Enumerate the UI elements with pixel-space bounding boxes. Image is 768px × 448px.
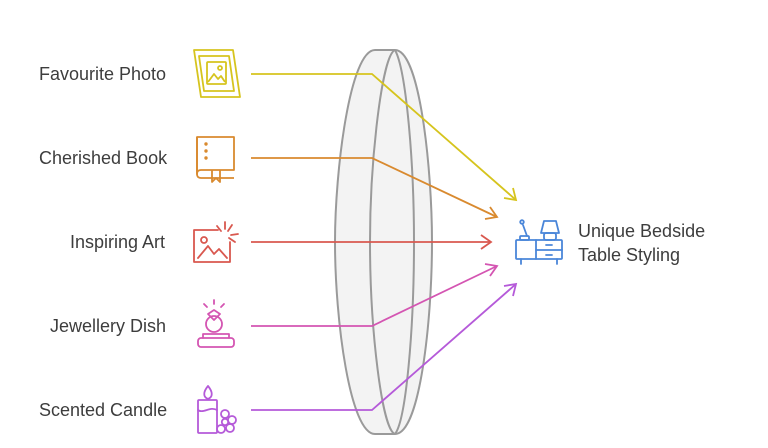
input-label-favourite-photo: Favourite Photo [39, 64, 167, 84]
candle-icon [197, 385, 237, 434]
input-label-cherished-book: Cherished Book [39, 148, 168, 168]
connector-favourite-photo [251, 73, 517, 201]
arrowhead-cherished-book [484, 206, 499, 220]
output-label: Unique Bedside Table Styling [578, 219, 705, 267]
bedside-table-icon [515, 219, 563, 265]
output-label-line1: Unique Bedside [578, 221, 706, 241]
input-label-jewellery-dish: Jewellery Dish [50, 316, 167, 336]
photo-frame-icon [193, 49, 241, 98]
output-label-line2: Table Styling [578, 245, 681, 265]
arrowhead-jewellery-dish [484, 263, 499, 277]
input-label-scented-candle: Scented Candle [39, 400, 168, 420]
book-icon [196, 136, 235, 183]
input-label-inspiring-art: Inspiring Art [70, 232, 166, 252]
jewellery-dish-icon [197, 299, 235, 348]
art-icon [193, 221, 239, 263]
arrowhead-inspiring-art [480, 234, 493, 250]
arrowhead-scented-candle [503, 282, 518, 297]
connectors [251, 73, 518, 411]
arrowhead-favourite-photo [503, 187, 518, 202]
connector-scented-candle [251, 283, 517, 411]
connector-jewellery-dish [251, 265, 498, 327]
connector-cherished-book [251, 157, 498, 218]
